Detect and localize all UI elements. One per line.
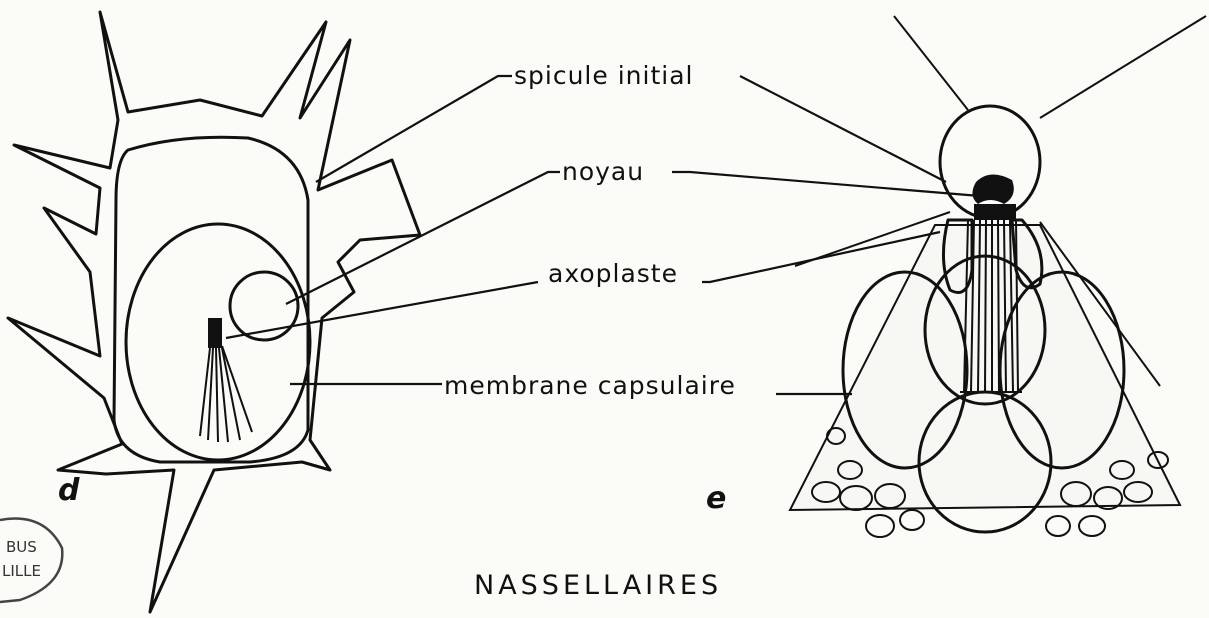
label-membrane-capsulaire: membrane capsulaire <box>444 371 736 400</box>
figure-caption: NASSELLAIRES <box>474 570 722 601</box>
leader-axoplaste-left <box>226 282 538 338</box>
left-nucleus <box>230 272 298 340</box>
left-cell-outer-body <box>8 12 420 612</box>
panel-letter-d: d <box>58 473 80 508</box>
right-nucleus <box>972 174 1013 204</box>
label-noyau: noyau <box>562 157 644 186</box>
left-cell-drawing <box>8 12 420 612</box>
leader-lines <box>226 76 980 394</box>
leader-spicule-left <box>316 76 512 182</box>
library-stamp: BUS LILLE <box>0 519 62 602</box>
left-axoplast <box>208 318 222 348</box>
label-spicule-initial: spicule initial <box>514 61 693 90</box>
leader-noyau-left <box>286 172 560 304</box>
leader-spicule-right <box>740 76 946 182</box>
label-axoplaste: axoplaste <box>548 259 678 288</box>
leader-axoplaste-right <box>702 232 940 282</box>
stamp-ring <box>0 519 62 602</box>
right-cephalic-chamber <box>940 106 1040 218</box>
left-axoplast-fibres <box>200 346 252 442</box>
stamp-line-2: LILLE <box>2 562 41 580</box>
stamp-line-1: BUS <box>6 538 37 556</box>
right-cell-drawing <box>790 16 1206 537</box>
panel-letter-e: e <box>706 481 726 516</box>
right-axoplast <box>974 204 1016 220</box>
